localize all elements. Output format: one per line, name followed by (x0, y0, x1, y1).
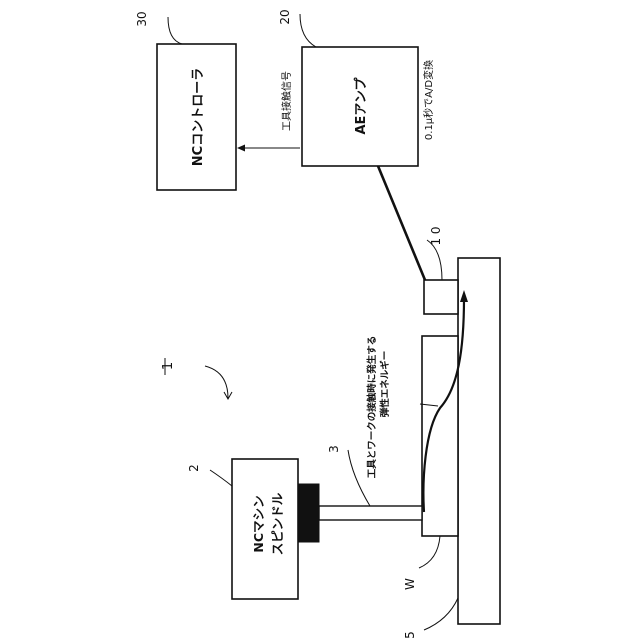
spindle-chuck (298, 484, 319, 542)
ref-10: 1 0 (429, 226, 443, 245)
spindle-block: NCマシン スピンドル 2 (187, 459, 298, 599)
leader-2 (210, 470, 232, 486)
leader-30 (168, 17, 182, 44)
ae-amp-block: AEアンプ 20 0.1μ秒でA/D変換 (278, 9, 435, 166)
nc-controller-block: NCコントローラ 30 (135, 11, 236, 190)
ae-amp-label: AEアンプ (354, 76, 369, 134)
ae-sensor: 1 0 (424, 226, 458, 314)
system-reference: 1 (161, 358, 232, 399)
ref-20: 20 (278, 9, 292, 24)
ref-1: 1 (161, 362, 176, 370)
ref-5: 5 (403, 631, 417, 639)
leader-w (419, 536, 440, 568)
ref-30: 30 (135, 11, 149, 26)
leader-20 (300, 14, 316, 47)
leader-5 (424, 598, 458, 630)
spindle-label-2: スピンドル (270, 492, 285, 555)
spindle-label-1: NCマシン (251, 495, 266, 552)
ref-w: W (403, 578, 417, 590)
ad-conversion-note: 0.1μ秒でA/D変換 (422, 60, 435, 140)
ref-3: 3 (327, 445, 341, 453)
sensor-cable (378, 166, 425, 280)
ref-2: 2 (187, 464, 201, 472)
contact-signal-arrow: 工具接触信号 (237, 71, 300, 152)
workpiece: W (403, 336, 458, 590)
nc-controller-label: NCコントローラ (191, 68, 206, 166)
energy-label-2: 弾性エネルギー (379, 351, 391, 418)
contact-signal-label: 工具接触信号 (280, 71, 293, 131)
energy-label-1: 工具とワークの接触時に発生する (366, 336, 378, 479)
